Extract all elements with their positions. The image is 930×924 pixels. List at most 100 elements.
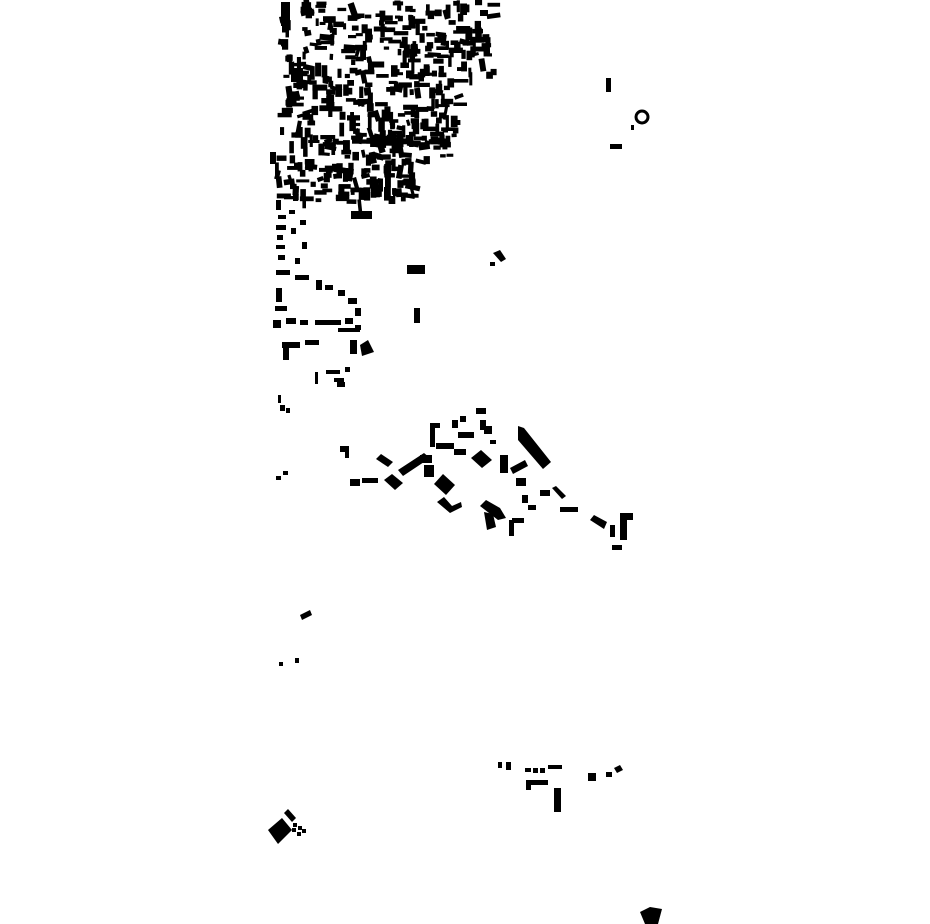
- building: [405, 135, 412, 142]
- building: [298, 127, 303, 138]
- building: [466, 51, 480, 58]
- building: [343, 44, 357, 51]
- building: [292, 62, 305, 67]
- building: [402, 25, 412, 30]
- building: [328, 80, 334, 88]
- building: [388, 39, 402, 44]
- building: [481, 43, 492, 48]
- building: [415, 82, 430, 87]
- building: [281, 42, 288, 47]
- building: [428, 139, 444, 144]
- building: [275, 162, 279, 175]
- building: [460, 3, 467, 15]
- building: [414, 111, 420, 119]
- building: [419, 68, 425, 76]
- building: [319, 167, 328, 172]
- building: [436, 46, 449, 50]
- building: [286, 98, 293, 108]
- building: [342, 168, 349, 182]
- building: [291, 132, 299, 138]
- building: [461, 61, 467, 72]
- building: [276, 193, 291, 199]
- building: [351, 135, 359, 140]
- dense-town-cluster: [270, 0, 501, 213]
- building: [301, 1, 308, 8]
- building: [397, 15, 403, 22]
- building: [287, 166, 303, 170]
- building: [366, 137, 375, 144]
- building: [345, 55, 356, 60]
- building: [433, 58, 444, 64]
- building: [438, 72, 447, 78]
- building: [372, 109, 382, 122]
- building: [403, 44, 410, 58]
- building: [427, 52, 441, 58]
- building: [291, 68, 303, 82]
- building: [388, 80, 397, 84]
- building: [337, 7, 347, 12]
- building: [408, 131, 416, 137]
- building: [270, 152, 276, 164]
- building: [379, 20, 384, 26]
- building: [380, 117, 390, 122]
- building: [376, 74, 389, 78]
- building: [424, 118, 429, 128]
- building: [386, 87, 398, 92]
- building: [406, 70, 414, 76]
- building: [471, 46, 486, 52]
- building: [388, 130, 403, 135]
- building: [465, 27, 473, 41]
- building: [385, 177, 391, 188]
- building: [336, 167, 342, 179]
- building: [292, 185, 300, 196]
- building: [276, 155, 287, 161]
- building: [352, 122, 361, 127]
- building: [345, 98, 356, 102]
- building: [294, 96, 304, 100]
- building: [296, 179, 310, 183]
- building: [398, 174, 411, 178]
- building: [309, 134, 313, 147]
- building: [490, 68, 497, 76]
- building: [371, 182, 380, 190]
- building: [383, 165, 389, 174]
- building: [361, 168, 367, 177]
- building: [355, 56, 364, 62]
- building: [331, 142, 336, 155]
- building: [379, 37, 384, 43]
- building: [456, 0, 460, 13]
- building: [365, 34, 373, 40]
- building: [398, 138, 411, 145]
- building: [448, 20, 456, 25]
- building: [450, 40, 459, 45]
- building: [406, 48, 421, 54]
- building: [438, 65, 444, 78]
- building: [355, 44, 368, 51]
- building: [389, 111, 394, 126]
- building: [324, 165, 337, 172]
- building: [409, 53, 415, 61]
- building: [431, 98, 435, 110]
- building: [318, 8, 326, 13]
- building: [391, 65, 398, 77]
- building: [352, 151, 359, 161]
- building: [375, 102, 388, 107]
- building: [453, 92, 464, 100]
- building: [388, 196, 396, 204]
- building: [435, 99, 439, 109]
- building: [430, 111, 438, 117]
- building: [303, 146, 308, 157]
- building: [440, 98, 454, 105]
- building: [302, 27, 308, 31]
- building: [430, 136, 439, 141]
- building: [316, 1, 327, 6]
- building: [357, 199, 363, 213]
- building: [372, 135, 383, 140]
- building: [399, 41, 406, 49]
- building: [295, 120, 303, 135]
- building: [315, 198, 322, 203]
- building: [333, 138, 339, 145]
- building: [402, 51, 407, 65]
- building: [348, 35, 357, 39]
- building: [305, 164, 312, 170]
